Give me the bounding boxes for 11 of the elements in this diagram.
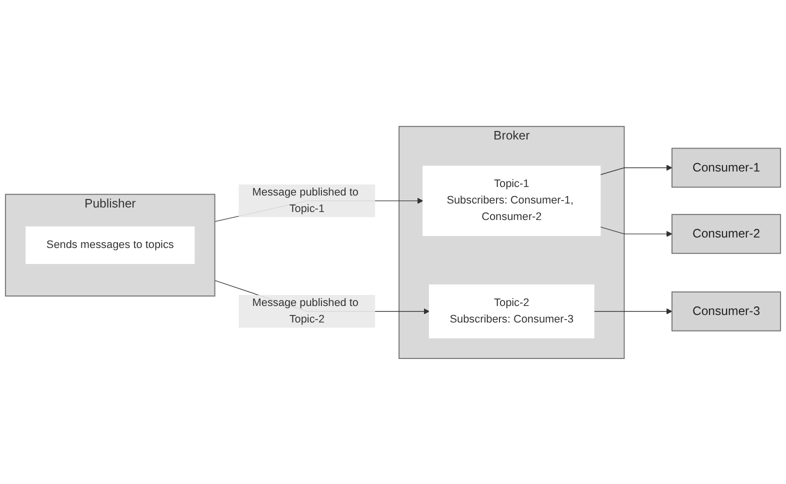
arrow <box>600 164 672 175</box>
node-box: Sends messages to topics <box>26 226 195 264</box>
arrow <box>594 308 672 314</box>
node-box: Topic-2 Subscribers: Consumer-3 <box>428 284 594 338</box>
node-box: Topic-1 Subscribers: Consumer-1, Consumer-2 <box>422 165 601 236</box>
edge-label: Message published to Topic-2 <box>252 296 359 325</box>
node-box: Consumer-2 <box>671 214 782 254</box>
node-box: Consumer-1 <box>671 147 782 188</box>
edge-label: Message published to Topic-1 <box>252 186 359 214</box>
node-box: Consumer-3 <box>671 290 782 331</box>
arrow <box>600 226 672 236</box>
